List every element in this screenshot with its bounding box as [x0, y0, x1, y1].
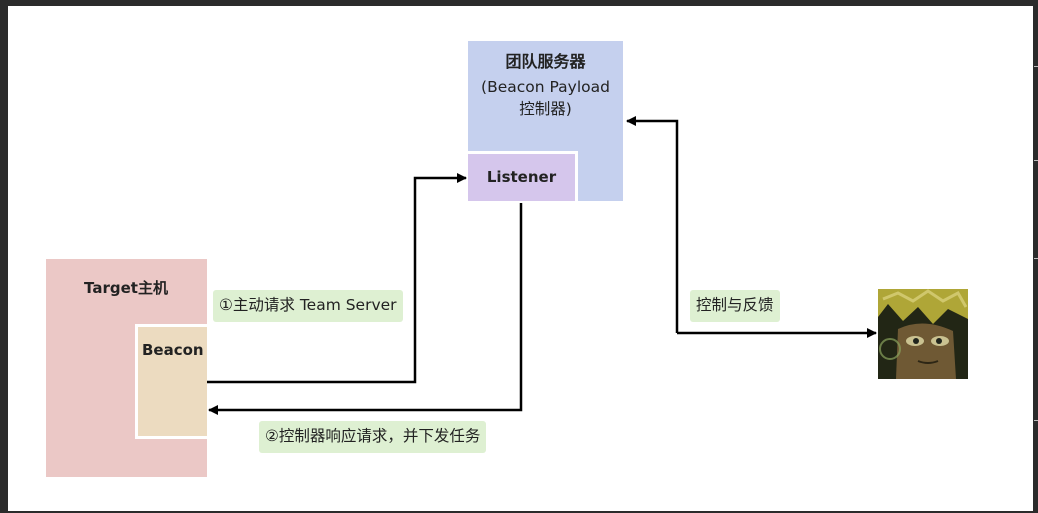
listener-box: Listener — [468, 151, 578, 201]
scroll-edge-mark — [1034, 258, 1038, 259]
scroll-edge-mark — [1034, 66, 1038, 67]
request-arrow — [207, 173, 467, 384]
operator-avatar-icon — [878, 289, 968, 379]
team-server-title: 团队服务器 — [505, 52, 586, 71]
scroll-edge-mark — [1034, 160, 1038, 161]
control-arrow-to-server — [626, 116, 679, 333]
beacon-box: Beacon — [135, 324, 207, 439]
listener-label: Listener — [486, 168, 557, 186]
team-server-subtitle: (Beacon Payload — [481, 78, 610, 96]
team-server-subtitle-2: 控制器) — [519, 100, 572, 118]
beacon-label: Beacon — [142, 341, 204, 359]
scroll-edge-mark — [1034, 420, 1038, 421]
response-edge-label: ②控制器响应请求，并下发任务 — [259, 421, 487, 453]
control-feedback-label: 控制与反馈 — [690, 290, 780, 322]
request-edge-label: ①主动请求 Team Server — [213, 290, 403, 322]
response-arrow — [208, 203, 523, 415]
target-host-label: Target主机 — [84, 279, 168, 297]
